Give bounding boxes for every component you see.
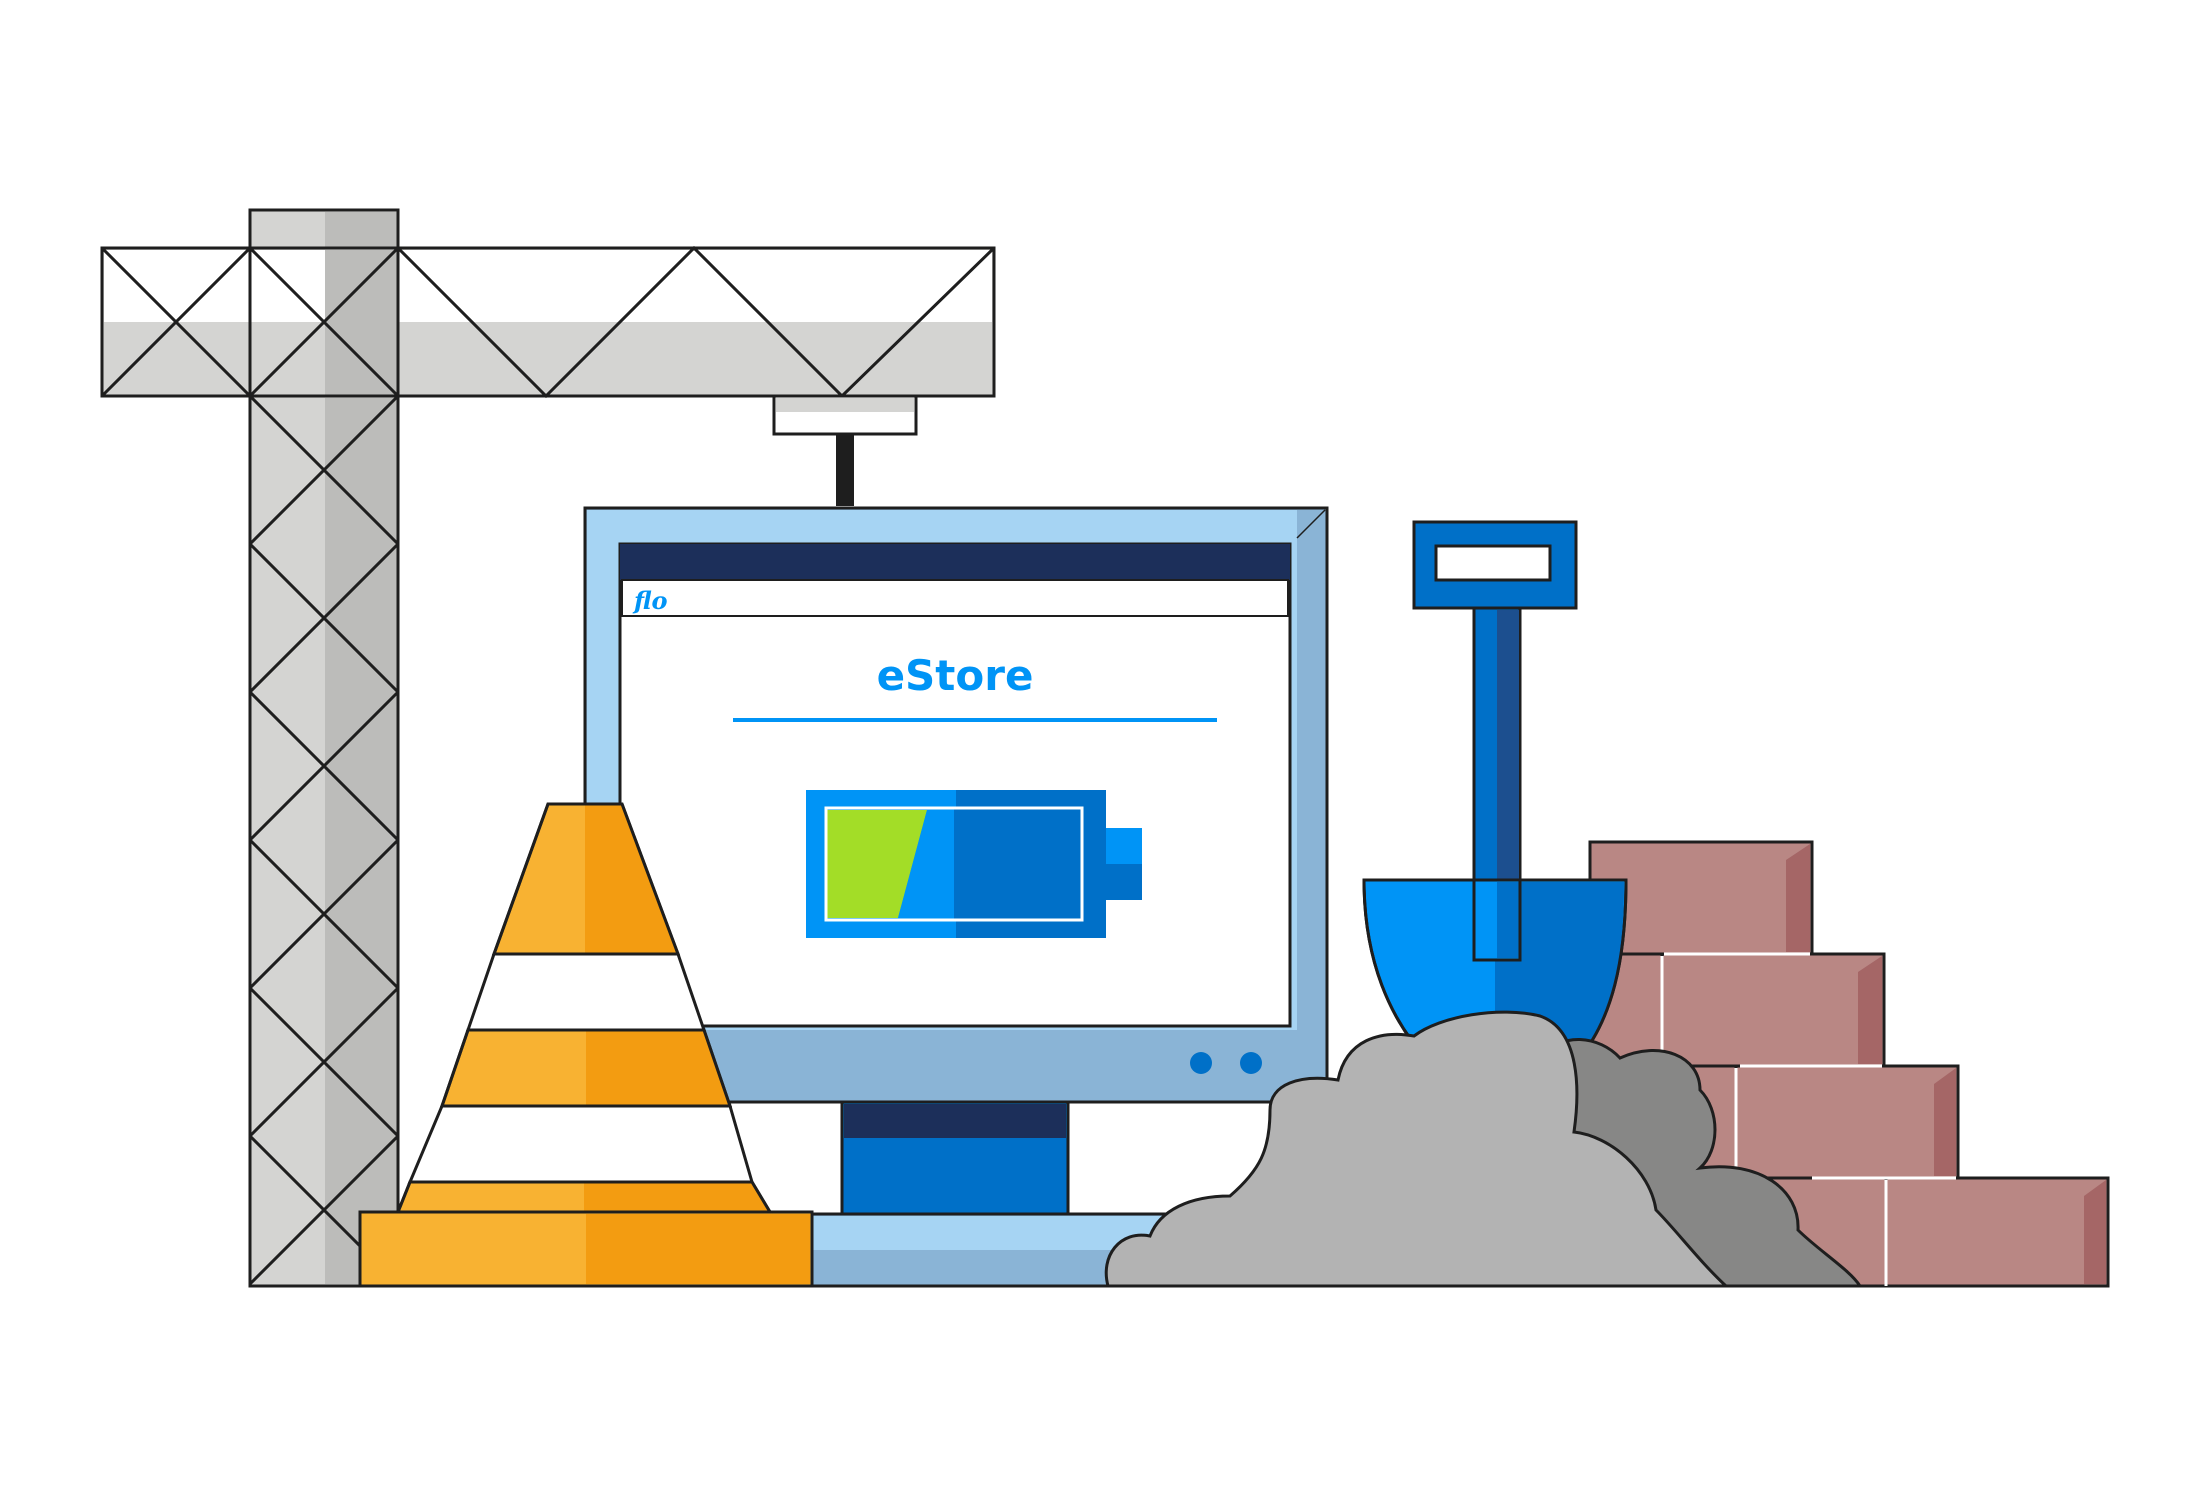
battery-charging-icon — [806, 790, 1142, 938]
monitor-button-icon — [1190, 1052, 1212, 1074]
traffic-cone-icon — [358, 802, 814, 1288]
monitor-button-icon — [1240, 1052, 1262, 1074]
flo-logo: flo — [632, 586, 667, 615]
dirt-pile-icon — [1104, 1010, 1863, 1288]
browser-window: flo eStore — [618, 542, 1292, 1028]
shovel-icon — [1362, 520, 1628, 1062]
battery-charge-green — [827, 810, 927, 918]
page-title: eStore — [877, 651, 1034, 700]
tower-crane-icon — [100, 208, 996, 1288]
address-bar — [621, 579, 1289, 617]
window-title-bar — [620, 544, 1290, 580]
